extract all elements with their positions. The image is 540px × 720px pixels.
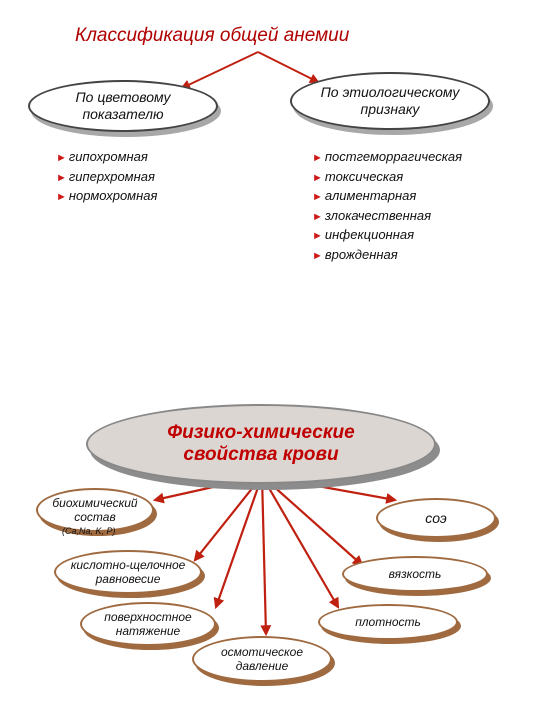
arrow-to-color-node <box>180 51 259 90</box>
node-etiology: По этиологическому признаку <box>290 72 490 130</box>
triangle-bullet-icon: ► <box>312 230 323 242</box>
list-item: ►злокачественная <box>312 207 432 223</box>
triangle-bullet-icon: ► <box>56 171 67 184</box>
arrow-to-etiology-node <box>257 51 320 83</box>
node-biochem: биохимический состав <box>36 488 154 532</box>
node-acid-base-label: кислотно-щелочное равновесие <box>70 558 186 586</box>
list-item: ►нормохромная <box>56 188 158 203</box>
node-osmotic-pressure-label: осмотическое давление <box>220 645 303 673</box>
list-item: ►алиментарная <box>312 188 417 203</box>
list-item: ►токсическая <box>312 168 404 184</box>
node-biochem-label: биохимический состав <box>52 496 138 524</box>
node-etiology-label: По этиологическому признаку <box>320 84 460 117</box>
triangle-bullet-icon: ► <box>312 191 323 203</box>
triangle-bullet-icon: ► <box>312 171 323 184</box>
triangle-bullet-icon: ► <box>312 249 323 262</box>
etiology-types-list: ►постгеморрагическая ►токсическая ►алиме… <box>312 148 462 265</box>
node-acid-base: кислотно-щелочное равновесие <box>54 550 202 594</box>
triangle-bullet-icon: ► <box>56 191 67 203</box>
diagram-title: Классификация общей анемии <box>75 25 350 46</box>
list-item: ►инфекционная <box>312 227 415 242</box>
node-surface-tension-label: поверхностное натяжение <box>104 610 192 638</box>
node-soe-label: соэ <box>425 510 447 526</box>
arrow-to-surface <box>213 475 264 610</box>
node-color-index-label: По цветовому показателю <box>75 89 171 122</box>
node-soe: соэ <box>376 498 496 538</box>
arrow-to-viscosity <box>261 475 364 567</box>
biochem-elements-note: (Ca,Na, K, P) <box>62 526 116 536</box>
node-blood-properties-label: Физико-химические свойства крови <box>167 422 355 465</box>
node-blood-properties: Физико-химические свойства крови <box>86 404 436 484</box>
list-item: ►врожденная <box>312 246 398 262</box>
node-density-label: плотность <box>355 615 421 629</box>
list-item: ►гиперхромная <box>56 168 155 184</box>
arrow-to-density <box>261 475 340 609</box>
triangle-bullet-icon: ► <box>312 210 323 223</box>
node-viscosity: вязкость <box>342 556 488 592</box>
node-osmotic-pressure: осмотическое давление <box>192 636 332 682</box>
list-item: ►гипохромная <box>56 149 148 164</box>
node-density: плотность <box>318 604 458 640</box>
node-color-index: По цветовому показателю <box>28 80 218 132</box>
triangle-bullet-icon: ► <box>312 152 323 164</box>
color-types-list: ►гипохромная ►гиперхромная ►нормохромная <box>56 148 157 207</box>
node-surface-tension: поверхностное натяжение <box>80 602 216 646</box>
arrow-to-acid <box>193 475 263 562</box>
node-viscosity-label: вязкость <box>388 567 442 581</box>
triangle-bullet-icon: ► <box>56 152 67 164</box>
list-item: ►постгеморрагическая <box>312 149 463 164</box>
arrow-to-osmotic <box>260 475 272 637</box>
